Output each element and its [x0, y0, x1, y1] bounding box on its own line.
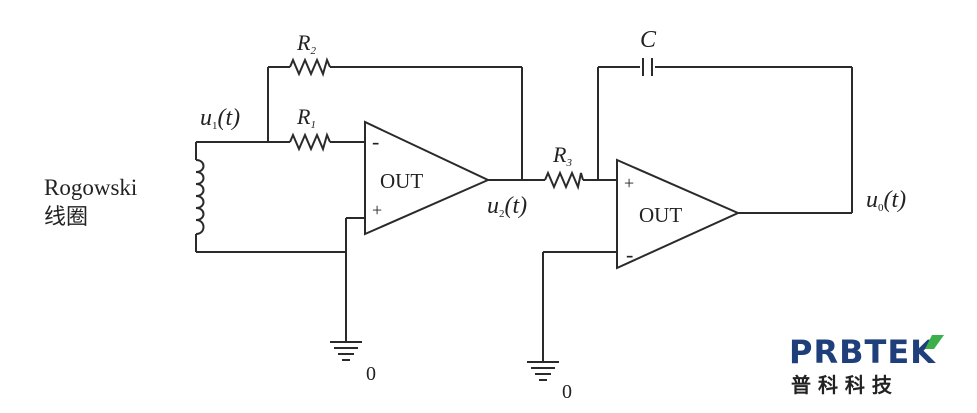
- opamp-2-triangle: [616, 158, 741, 270]
- logo-tagline: 普 科 科 技: [791, 373, 893, 397]
- u1-arg: (t): [218, 105, 241, 131]
- capacitor-c: [642, 58, 653, 76]
- svg-text:u1(t): u1(t): [200, 105, 240, 132]
- coil-label-line2: 线圈: [44, 205, 88, 230]
- opamp-2-minus-pin: -: [626, 242, 633, 267]
- svg-text:u0(t): u0(t): [866, 187, 906, 214]
- svg-text:u2(t): u2(t): [487, 193, 527, 220]
- u1-base: u: [200, 105, 212, 131]
- svg-text:R3: R3: [552, 142, 572, 169]
- logo-accent-icon: [925, 335, 944, 349]
- u0-base: u: [866, 187, 878, 213]
- r1-subscript: 1: [310, 119, 316, 131]
- resistor-r1: [289, 132, 331, 152]
- rogowski-coil-icon: [195, 159, 205, 235]
- u1-subscript: 1: [212, 120, 218, 132]
- opamp-1-out-label: OUT: [380, 169, 423, 193]
- prbtek-logo: PRBTEK 普 科 科 技: [789, 333, 944, 397]
- resistor-r3: [544, 170, 584, 191]
- opamp-1-minus-pin: -: [372, 129, 379, 154]
- r2-label: R: [296, 30, 311, 55]
- u2-base: u: [487, 193, 499, 219]
- logo-brand: PRBTEK: [789, 333, 936, 371]
- opamp-1-triangle: [364, 120, 491, 236]
- r2-subscript: 2: [310, 45, 316, 57]
- ground-1-icon: [330, 341, 362, 361]
- r3-label: R: [552, 142, 567, 167]
- u2-subscript: 2: [499, 208, 505, 220]
- ground-2-icon: [527, 361, 559, 381]
- ground-2-label: 0: [562, 381, 572, 403]
- resistor-r2: [289, 57, 331, 77]
- opamp-2-plus-pin: +: [624, 173, 634, 193]
- r3-subscript: 3: [565, 157, 572, 169]
- ground-1-label: 0: [366, 363, 376, 385]
- u2-arg: (t): [505, 193, 528, 219]
- r1-label: R: [296, 104, 311, 129]
- u0-arg: (t): [884, 187, 907, 213]
- opamp-2-out-label: OUT: [639, 203, 682, 227]
- wires: [195, 66, 853, 362]
- svg-text:R2: R2: [296, 30, 316, 57]
- svg-text:R1: R1: [296, 104, 316, 131]
- u0-subscript: 0: [878, 202, 884, 214]
- coil-label-line1: Rogowski: [44, 175, 137, 200]
- opamp-1-plus-pin: +: [372, 200, 382, 220]
- capacitor-label: C: [640, 27, 657, 53]
